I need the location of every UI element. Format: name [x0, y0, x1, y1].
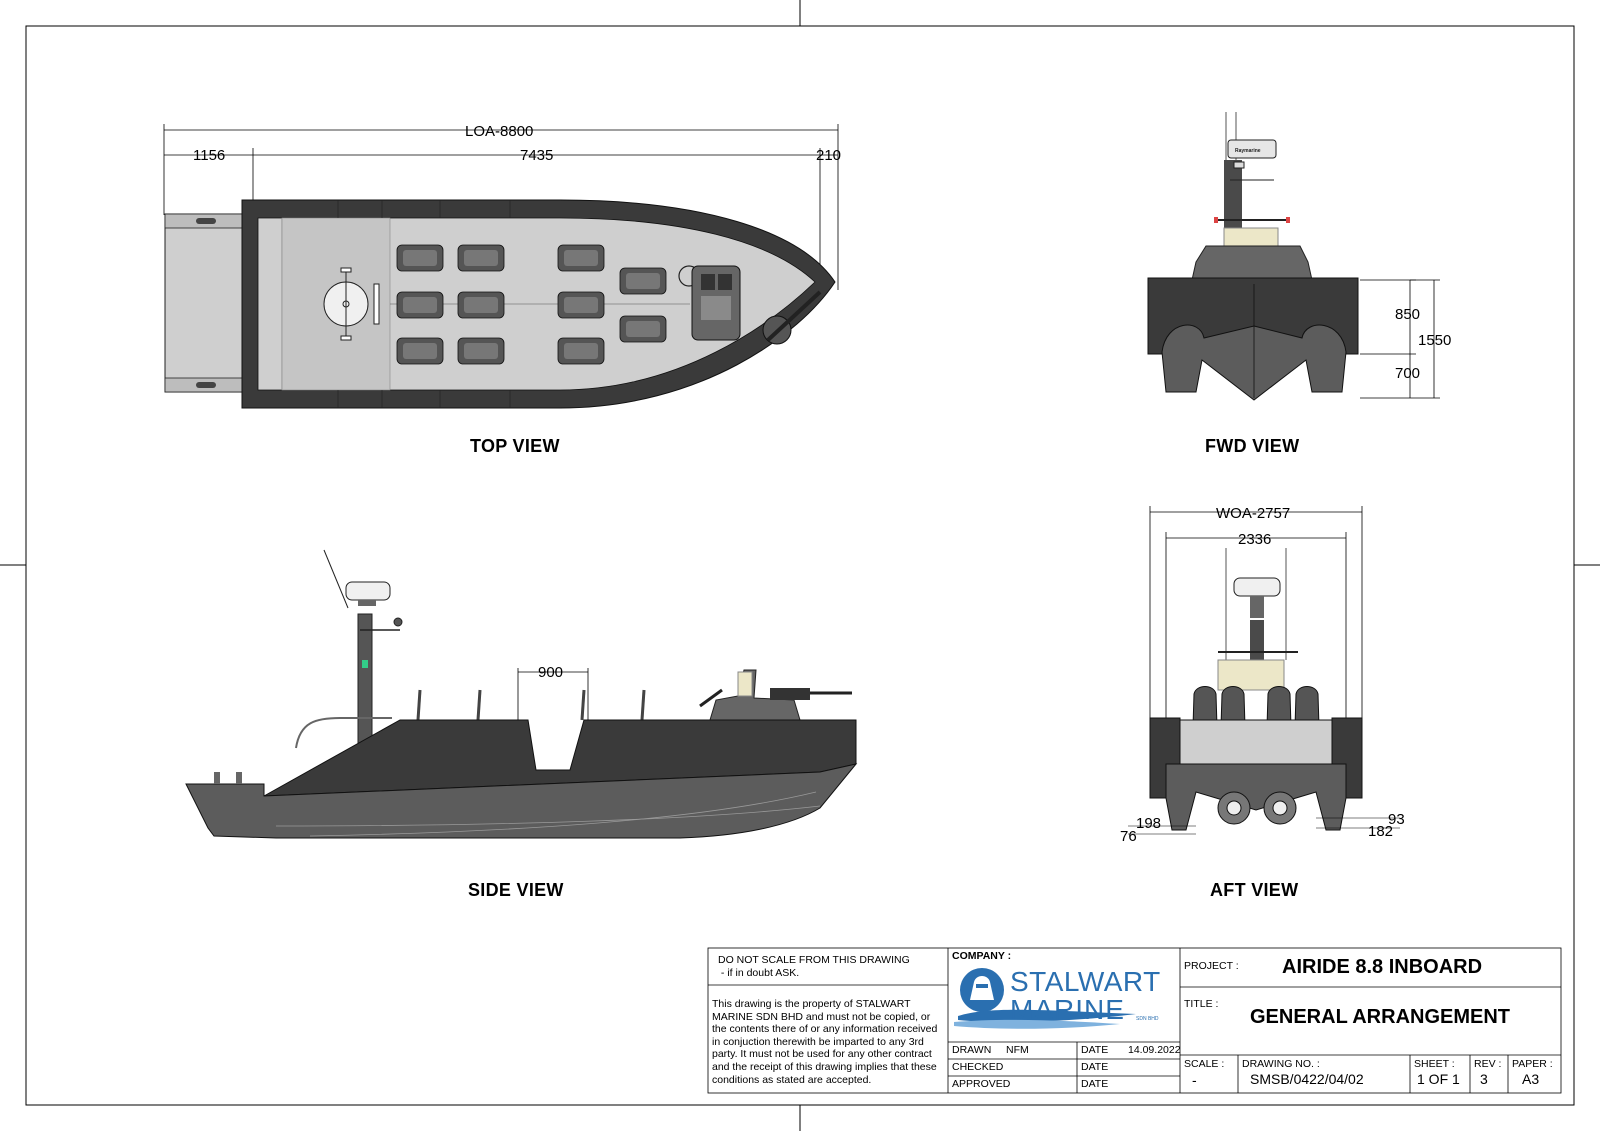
dim-76: 76 — [1120, 828, 1137, 845]
drawing-no-label: DRAWING NO. : — [1242, 1058, 1320, 1070]
radar-brand-label: Raymarine — [1235, 148, 1261, 154]
project-label: PROJECT : — [1184, 960, 1239, 972]
dim-loa: LOA-8800 — [465, 123, 533, 140]
rev-value: 3 — [1480, 1071, 1488, 1087]
rev-label: REV : — [1474, 1058, 1502, 1070]
logo-stalwart: STALWART — [1010, 966, 1161, 997]
aft-view-title: AFT VIEW — [1210, 880, 1299, 900]
checked-date-label: DATE — [1081, 1061, 1109, 1073]
sheet-label: SHEET : — [1414, 1058, 1455, 1070]
fwd-view-drawing: Raymarine 850 1550 700 — [1147, 112, 1451, 401]
no-scale-line2: - if in doubt ASK. — [718, 966, 800, 979]
property-notice: This drawing is the property of STALWART… — [712, 998, 938, 1086]
company-logo — [954, 968, 1136, 1029]
dim-850: 850 — [1395, 306, 1420, 323]
dim-182: 182 — [1368, 823, 1393, 840]
dim-7435: 7435 — [520, 147, 553, 164]
dim-198: 198 — [1136, 815, 1161, 832]
dim-woa: WOA-2757 — [1216, 505, 1290, 522]
fwd-view-title: FWD VIEW — [1205, 436, 1300, 456]
title-block-frame — [707, 947, 1562, 1094]
side-view-drawing: 900 — [185, 549, 858, 839]
dim-93: 93 — [1388, 811, 1405, 828]
scale-value: - — [1192, 1072, 1197, 1088]
drawn-value: NFM — [1006, 1044, 1029, 1056]
title-value: GENERAL ARRANGEMENT — [1250, 1006, 1511, 1028]
dim-2336: 2336 — [1238, 531, 1271, 548]
no-scale-line1: DO NOT SCALE FROM THIS DRAWING — [718, 954, 910, 966]
sheet-border — [25, 25, 1575, 1106]
approved-label: APPROVED — [952, 1078, 1011, 1090]
paper-label: PAPER : — [1512, 1058, 1553, 1070]
scale-label: SCALE : — [1184, 1058, 1225, 1070]
top-view-drawing: LOA-8800 1156 7435 210 300 613 846 — [163, 123, 841, 409]
project-value: AIRIDE 8.8 INBOARD — [1282, 956, 1483, 978]
approved-date-label: DATE — [1081, 1078, 1109, 1090]
top-view-title: TOP VIEW — [470, 436, 560, 456]
checked-label: CHECKED — [952, 1061, 1004, 1073]
drawn-date-value: 14.09.2022 — [1128, 1044, 1181, 1056]
paper-value: A3 — [1522, 1071, 1540, 1087]
dim-900: 900 — [538, 664, 563, 681]
company-label: COMPANY : — [952, 950, 1012, 962]
logo-marine: MARINE — [1010, 994, 1125, 1025]
dim-1156: 1156 — [193, 147, 225, 164]
drawn-date-label: DATE — [1081, 1044, 1109, 1056]
no-scale-note: DO NOT SCALE FROM THIS DRAWING - if in d… — [718, 954, 944, 979]
title-label: TITLE : — [1184, 998, 1219, 1010]
drawing-no-value: SMSB/0422/04/02 — [1250, 1071, 1364, 1087]
dim-210: 210 — [816, 147, 841, 164]
logo-sdn-bhd: SDN BHD — [1136, 1016, 1159, 1022]
dim-700: 700 — [1395, 365, 1420, 382]
side-view-title: SIDE VIEW — [468, 880, 564, 900]
aft-view-drawing: WOA-2757 2336 — [1120, 505, 1405, 845]
sheet-value: 1 OF 1 — [1417, 1071, 1460, 1087]
drawn-label: DRAWN — [952, 1044, 992, 1056]
dim-1550: 1550 — [1418, 332, 1451, 349]
